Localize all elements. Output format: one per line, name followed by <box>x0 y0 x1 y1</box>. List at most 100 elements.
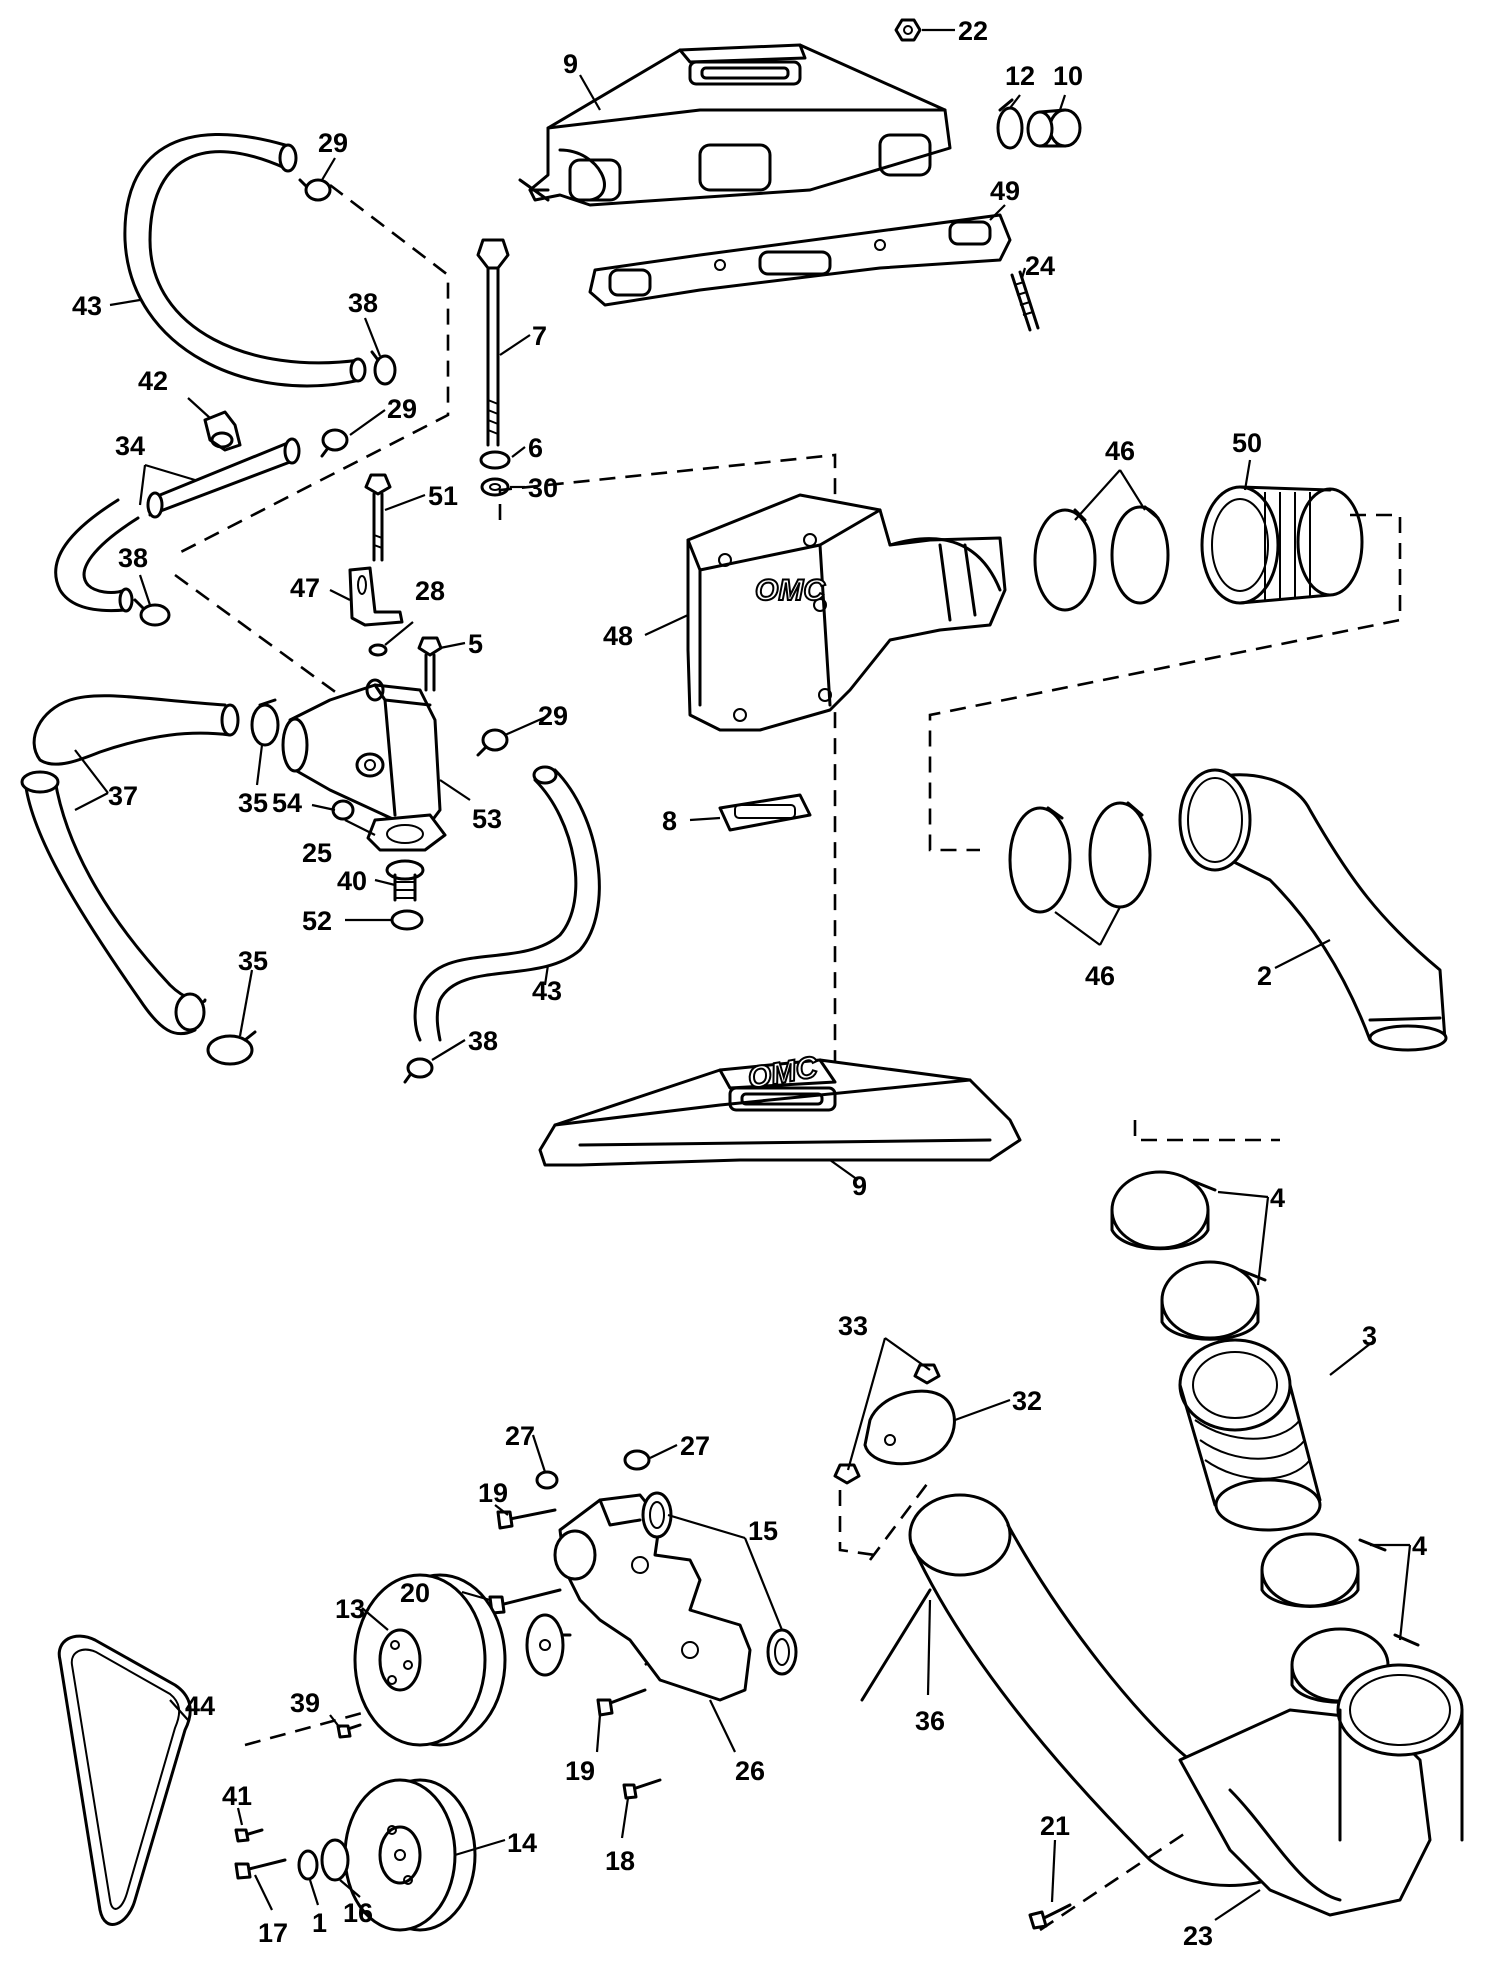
part-33-screw-lower <box>833 1463 861 1485</box>
part-38-clamp-2 <box>133 598 171 627</box>
omc-logo-top: OMC <box>755 574 826 607</box>
callout-18: 18 <box>605 1846 635 1876</box>
callout-29-c: 29 <box>538 701 568 731</box>
callout-8: 8 <box>662 806 677 836</box>
callout-41: 41 <box>222 1781 252 1811</box>
part-54-plug <box>331 799 355 821</box>
callout-36: 36 <box>915 1706 945 1736</box>
part-22-nut <box>894 18 922 42</box>
callout-4-upper: 4 <box>1270 1183 1285 1213</box>
callout-43-lower: 43 <box>532 976 562 1006</box>
part-42-clip <box>203 410 242 452</box>
part-51-bolt <box>364 473 392 562</box>
callout-53: 53 <box>472 804 502 834</box>
part-28-washer <box>368 643 388 657</box>
part-25-gasket <box>366 813 447 852</box>
part-19-bolt-lower <box>596 1688 647 1717</box>
part-18-bolt <box>622 1778 662 1800</box>
part-40-thermostat <box>385 859 425 902</box>
callout-28: 28 <box>415 576 445 606</box>
callout-24: 24 <box>1025 251 1055 281</box>
part-46-clamps-upper <box>1033 505 1170 612</box>
callout-33: 33 <box>838 1311 868 1341</box>
part-34-hose-straight <box>146 437 301 519</box>
part-37-hose-upper <box>32 694 240 766</box>
callout-38-c: 38 <box>468 1026 498 1056</box>
part-9-exhaust-manifold-bottom: OMC <box>538 1049 1022 1167</box>
callout-46-upper: 46 <box>1105 436 1135 466</box>
part-29-clamp-3 <box>476 728 509 757</box>
callout-27-left: 27 <box>505 1421 535 1451</box>
callout-29-a: 29 <box>318 128 348 158</box>
callout-16: 16 <box>343 1898 373 1928</box>
part-15-gasket-lower <box>766 1628 798 1676</box>
callout-52: 52 <box>302 906 332 936</box>
part-27-plug-right <box>623 1449 651 1471</box>
part-21-bolt <box>1028 1903 1072 1930</box>
part-10-sleeve <box>1026 108 1082 148</box>
callout-30: 30 <box>528 473 558 503</box>
callout-38-a: 38 <box>348 288 378 318</box>
leader-lines <box>74 28 1412 1921</box>
part-9-exhaust-manifold-top <box>518 43 952 207</box>
part-7-bolt <box>476 238 510 447</box>
callout-37: 37 <box>108 781 138 811</box>
part-14-pulley <box>343 1778 477 1932</box>
callout-50: 50 <box>1232 428 1262 458</box>
callout-9-bottom: 9 <box>852 1171 867 1201</box>
callout-42: 42 <box>138 366 168 396</box>
part-35-clamp-upper <box>250 698 280 747</box>
callout-23: 23 <box>1183 1921 1213 1951</box>
part-17-bolt <box>234 1858 287 1880</box>
callout-10: 10 <box>1053 61 1083 91</box>
part-50-bellows <box>1200 485 1364 605</box>
part-23-exhaust-pipe <box>908 1493 1464 1917</box>
part-48-exhaust-elbow: OMC <box>686 493 1007 732</box>
callout-5: 5 <box>468 629 483 659</box>
callout-35-lower: 35 <box>238 946 268 976</box>
part-6-lockwasher <box>479 450 511 470</box>
part-34-hose-bent <box>54 498 140 613</box>
callout-34: 34 <box>115 431 145 461</box>
part-24-stud <box>1010 270 1040 332</box>
part-41-screw <box>234 1828 264 1843</box>
callout-7: 7 <box>532 321 547 351</box>
part-35-clamp-lower <box>206 1030 257 1066</box>
part-29-clamp-2 <box>320 428 349 458</box>
part-4-clamps-upper <box>1110 1170 1267 1341</box>
callout-47: 47 <box>290 573 320 603</box>
part-46-clamps-lower <box>1008 801 1152 914</box>
part-36-tube <box>860 1588 932 1702</box>
callout-17: 17 <box>258 1918 288 1948</box>
callout-27-right: 27 <box>680 1431 710 1461</box>
part-13-pulley <box>353 1573 507 1747</box>
callout-40: 40 <box>337 866 367 896</box>
callout-26: 26 <box>735 1756 765 1786</box>
part-44-belt <box>57 1634 192 1926</box>
callout-2: 2 <box>1257 961 1272 991</box>
part-30-washer <box>480 477 510 497</box>
callout-1: 1 <box>312 1908 327 1938</box>
callout-19-lower: 19 <box>565 1756 595 1786</box>
callout-51: 51 <box>428 481 458 511</box>
callout-44: 44 <box>185 1691 215 1721</box>
callout-48: 48 <box>603 621 633 651</box>
part-15-gasket-upper <box>641 1491 673 1539</box>
callout-35-upper: 35 <box>238 788 268 818</box>
part-8-gasket <box>718 793 812 832</box>
callout-43-upper: 43 <box>72 291 102 321</box>
callout-9-top: 9 <box>563 49 578 79</box>
callout-20: 20 <box>400 1578 430 1608</box>
callout-15: 15 <box>748 1516 778 1546</box>
part-2-exhaust-pipe <box>1178 768 1448 1052</box>
callout-3: 3 <box>1362 1321 1377 1351</box>
part-20-bolt <box>488 1588 562 1615</box>
part-37-hose-lower <box>20 770 207 1036</box>
part-16-spacer <box>320 1838 350 1882</box>
callout-4-lower: 4 <box>1412 1531 1427 1561</box>
part-43-hose-lower <box>413 765 601 1042</box>
part-43-hose-upper <box>123 132 367 388</box>
callout-32: 32 <box>1012 1386 1042 1416</box>
part-49-gasket <box>588 213 1012 307</box>
